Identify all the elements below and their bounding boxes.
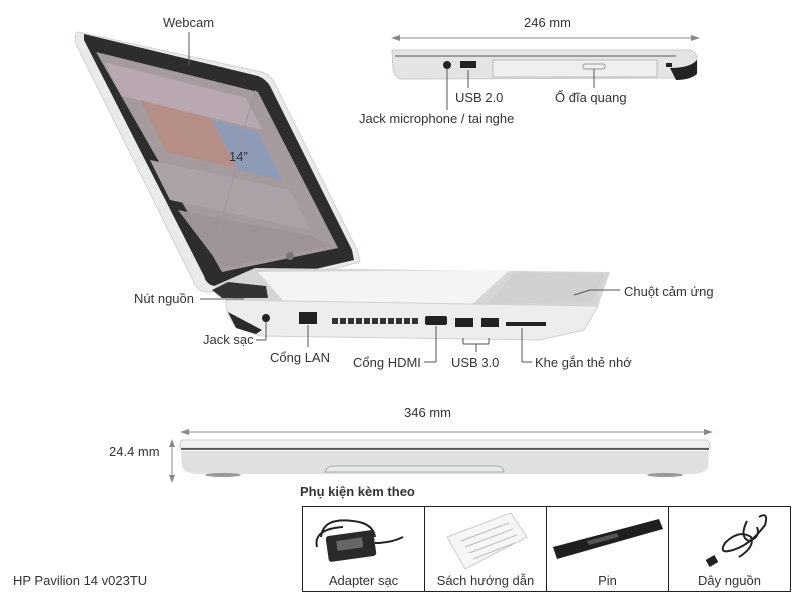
card-slot-label: Khe gắn thẻ nhớ bbox=[535, 355, 632, 370]
power-button-label: Nút nguồn bbox=[134, 291, 194, 306]
audio-jack-label: Jack microphone / tai nghe bbox=[359, 111, 515, 126]
power-cord-icon bbox=[705, 514, 768, 567]
laptop-side-view-illustration bbox=[391, 35, 700, 110]
optical-drive-label: Ổ đĩa quang bbox=[555, 90, 627, 105]
accessory-label: Sách hướng dẫn bbox=[436, 573, 535, 588]
touchpad-label: Chuột cảm ứng bbox=[624, 284, 714, 299]
accessory-label: Adapter sạc bbox=[328, 573, 399, 588]
product-name: HP Pavilion 14 v023TU bbox=[13, 573, 148, 588]
laptop-front-view-illustration bbox=[169, 429, 713, 483]
accessory-power-cord: Dây nguồn bbox=[668, 506, 791, 592]
power-adapter-icon bbox=[315, 519, 404, 562]
screen-size-label: 14” bbox=[229, 149, 248, 164]
accessory-label: Pin bbox=[598, 573, 617, 588]
battery-icon bbox=[553, 519, 663, 559]
manual-icon bbox=[446, 512, 528, 570]
usb2-label: USB 2.0 bbox=[455, 90, 504, 105]
accessories-title: Phụ kiện kèm theo bbox=[300, 484, 415, 499]
webcam-label: Webcam bbox=[163, 15, 215, 30]
charging-jack-label: Jack sạc bbox=[203, 332, 254, 347]
accessory-label: Dây nguồn bbox=[698, 573, 761, 588]
accessory-adapter: Adapter sạc bbox=[302, 506, 425, 592]
accessory-battery: Pin bbox=[546, 506, 669, 592]
hdmi-port-label: Cổng HDMI bbox=[353, 355, 421, 370]
side-depth-dimension: 246 mm bbox=[524, 15, 571, 30]
front-thickness-dimension: 24.4 mm bbox=[109, 444, 160, 459]
usb3-label: USB 3.0 bbox=[451, 355, 500, 370]
accessories-table: Adapter sạc Sách hướng dẫn Pin Dây nguồn bbox=[302, 506, 791, 592]
accessory-manual: Sách hướng dẫn bbox=[424, 506, 547, 592]
front-width-dimension: 346 mm bbox=[404, 405, 451, 420]
lan-port-label: Cổng LAN bbox=[270, 350, 330, 365]
